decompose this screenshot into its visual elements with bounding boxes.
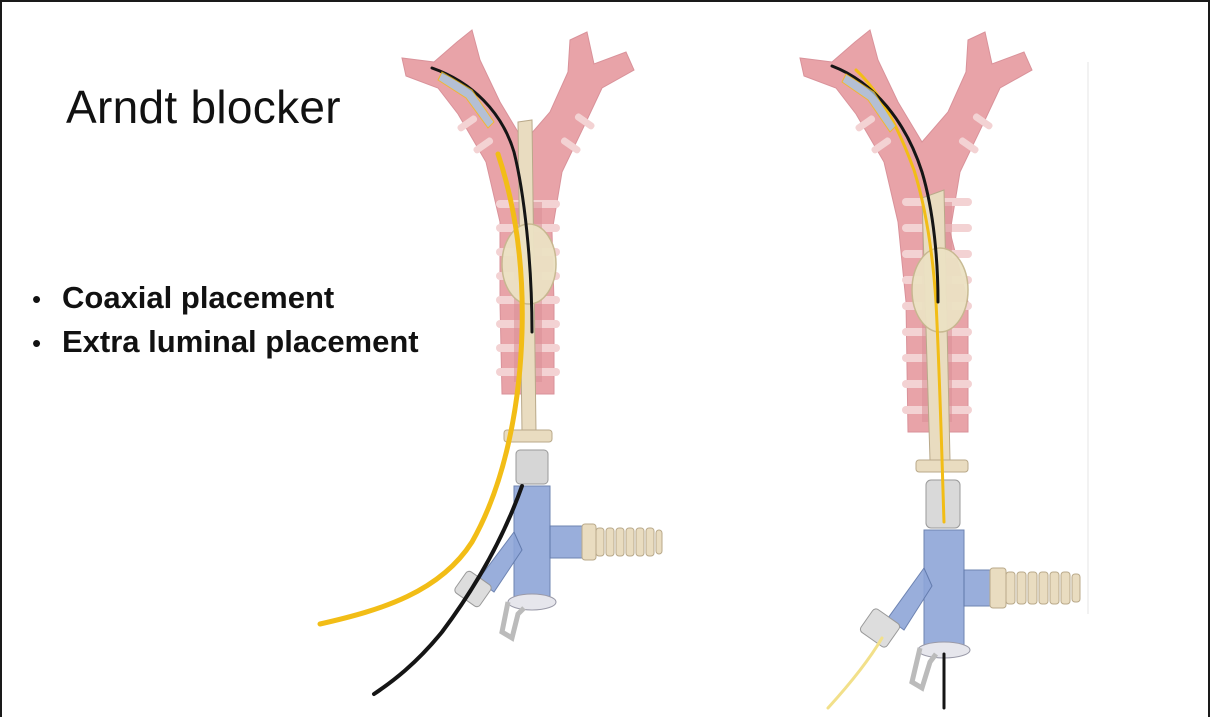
- multiport-adapter-right: [859, 530, 1080, 688]
- airway-blocker-coaxial-illustration: [800, 30, 1080, 708]
- guide-wire-left-external: [374, 486, 522, 694]
- trachea-left: [402, 30, 634, 394]
- multiport-adapter-left: [453, 486, 662, 638]
- blocker-catheter-right-external: [828, 638, 882, 708]
- airway-blocker-extraluminal-illustration: [320, 30, 662, 694]
- trachea-right: [800, 30, 1032, 432]
